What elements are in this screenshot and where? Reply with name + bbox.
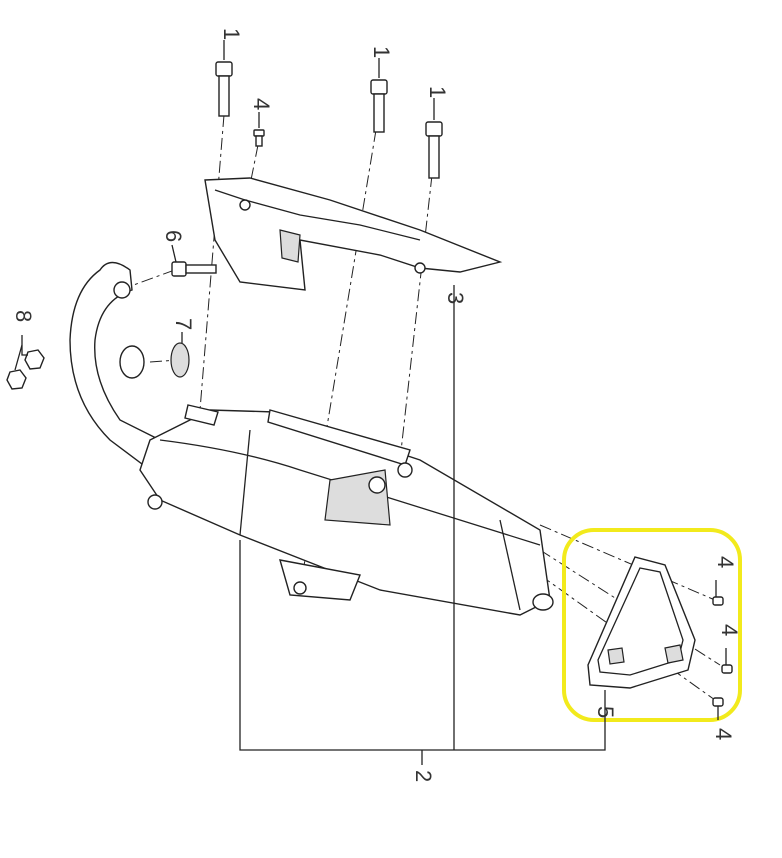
screw-4-cap-3[interactable] (712, 697, 724, 707)
callout-muffler-assembly: 2 (411, 770, 436, 782)
callout-bolt-left: 1 (219, 28, 244, 40)
callout-heat-shield: 3 (443, 292, 468, 304)
callout-screw-cap-2: 4 (717, 624, 742, 636)
stud-6[interactable] (171, 261, 217, 277)
callout-screw-cap-1: 4 (713, 556, 738, 568)
screw-4-cap-1[interactable] (712, 596, 724, 606)
exhaust-header-pipe[interactable] (69, 261, 161, 472)
bolt-1-left[interactable] (215, 61, 233, 117)
callout-nuts: 8 (11, 310, 36, 322)
bolt-1-middle[interactable] (370, 79, 388, 133)
callout-bolt-right: 1 (425, 86, 450, 98)
nuts-8[interactable] (6, 349, 45, 390)
end-cap-5[interactable] (587, 556, 696, 689)
heat-shield[interactable] (204, 177, 503, 291)
end-cap-highlight (562, 528, 742, 722)
muffler-body[interactable] (139, 404, 554, 616)
callout-screw-top: 4 (249, 98, 274, 110)
callout-screw-cap-3: 4 (711, 728, 736, 740)
callout-stud: 6 (161, 230, 186, 242)
screw-4-top[interactable] (253, 129, 265, 147)
callout-end-cap: 5 (593, 706, 618, 718)
bolt-1-right[interactable] (425, 121, 443, 179)
screw-4-cap-2[interactable] (721, 664, 733, 674)
callout-gasket: 7 (171, 318, 196, 330)
gasket-7[interactable] (170, 342, 190, 378)
callout-bolt-middle: 1 (369, 46, 394, 58)
leader-lines (14, 40, 727, 765)
